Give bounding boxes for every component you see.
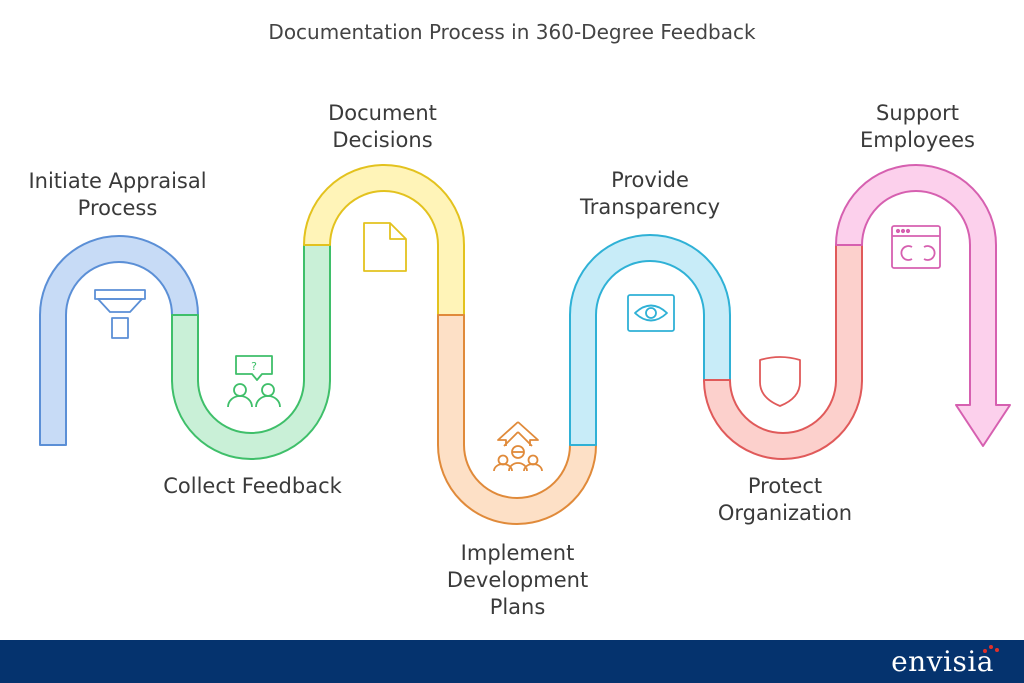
- footer-bar: envisia: [0, 640, 1024, 683]
- brand-dots-icon: [983, 645, 999, 653]
- browser-window-icon: [891, 225, 941, 269]
- funnel-icon: [94, 289, 146, 339]
- svg-text:?: ?: [251, 360, 257, 373]
- diagram-title: Documentation Process in 360-Degree Feed…: [268, 20, 756, 44]
- segment-implement: [437, 314, 597, 525]
- brand-logo: envisia: [891, 645, 994, 678]
- step-label-document: Document Decisions: [328, 101, 437, 152]
- step-label-support: Support Employees: [860, 101, 975, 152]
- document-icon: [363, 222, 407, 272]
- growth-arrow-icon: [493, 421, 543, 472]
- step-label-transparency: Provide Transparency: [579, 168, 721, 219]
- segment-document: [303, 164, 465, 316]
- eye-icon: [627, 294, 675, 332]
- process-path-diagram: ?: [39, 164, 1011, 525]
- step-label-collect: Collect Feedback: [163, 474, 342, 498]
- step-label-implement: Implement Development Plans: [446, 541, 589, 619]
- step-label-initiate: Initiate Appraisal Process: [28, 169, 207, 220]
- segment-transparency: [569, 234, 731, 446]
- people-question-icon: ?: [227, 355, 281, 408]
- segment-protect: [703, 244, 863, 460]
- shield-icon: [759, 356, 801, 407]
- step-label-protect: Protect Organization: [717, 474, 853, 525]
- segment-initiate: [39, 235, 199, 446]
- segment-collect: [171, 244, 331, 460]
- segment-support: [835, 164, 1011, 447]
